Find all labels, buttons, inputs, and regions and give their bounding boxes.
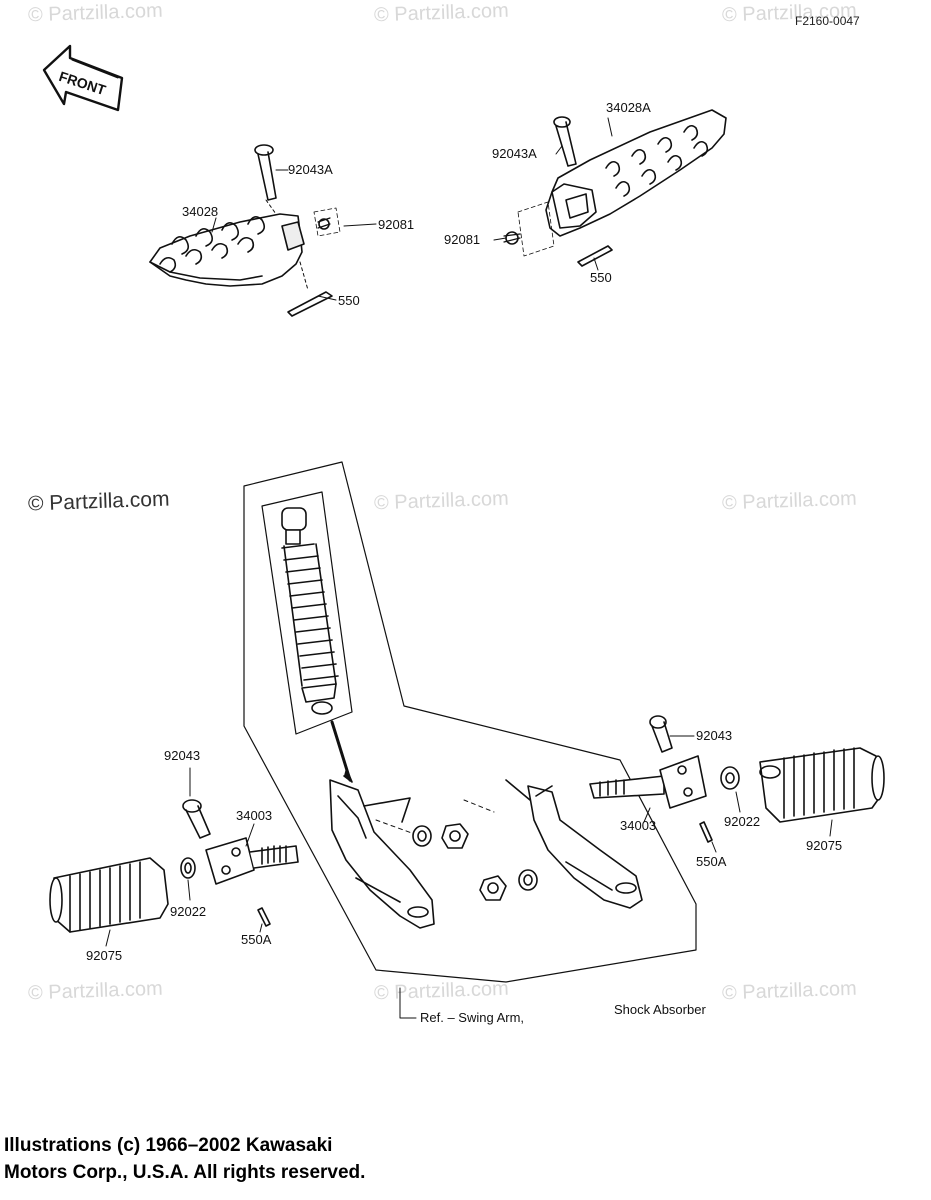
copyright-line-1: Illustrations (c) 1966–2002 Kawasaki bbox=[4, 1135, 333, 1156]
swing-arm-bracket-right bbox=[505, 779, 643, 909]
footpeg-bracket-right bbox=[517, 109, 727, 257]
label-92075-right: 92075 bbox=[806, 838, 843, 853]
footpeg-bracket-left bbox=[149, 213, 305, 287]
label-550-right: 550 bbox=[590, 270, 612, 285]
spring-92081-left bbox=[313, 207, 341, 237]
label-92043-left: 92043 bbox=[164, 748, 201, 763]
copyright-line-2: Motors Corp., U.S.A. All rights reserved… bbox=[4, 1162, 366, 1183]
nut-center-1 bbox=[441, 823, 469, 849]
label-34003-left: 34003 bbox=[236, 808, 273, 823]
cotter-pin-550-left bbox=[287, 261, 333, 317]
label-550a-left: 550A bbox=[241, 932, 272, 947]
footpeg-34003-left bbox=[205, 837, 299, 885]
swing-arm-bracket-left bbox=[329, 779, 435, 929]
footpeg-34003-right bbox=[589, 755, 707, 809]
pin-92043a-right bbox=[553, 116, 577, 167]
ref-swing-arm: Ref. – Swing Arm, bbox=[420, 1010, 525, 1025]
label-92022-left: 92022 bbox=[170, 904, 207, 919]
cotter-pin-550-right bbox=[577, 245, 613, 267]
label-92043a-left: 92043A bbox=[288, 162, 333, 177]
pin-92043a-left bbox=[254, 144, 277, 215]
washer-92022-right bbox=[720, 766, 740, 790]
diagram-code: F2160-0047 bbox=[795, 14, 860, 28]
grip-92075-left bbox=[49, 857, 169, 933]
reference-outline bbox=[243, 461, 697, 983]
washer-92022-left bbox=[180, 857, 196, 879]
label-92075-left: 92075 bbox=[86, 948, 123, 963]
grip-92075-right bbox=[759, 747, 885, 823]
label-34028a: 34028A bbox=[606, 100, 651, 115]
washer-center-2 bbox=[518, 869, 538, 891]
label-550-left: 550 bbox=[338, 293, 360, 308]
front-arrow-icon bbox=[42, 44, 124, 112]
pin-92043-left bbox=[182, 799, 211, 839]
label-34003-right: 34003 bbox=[620, 818, 657, 833]
label-92022-right: 92022 bbox=[724, 814, 761, 829]
pin-92043-right bbox=[649, 715, 673, 753]
cotter-550a-right bbox=[699, 821, 713, 843]
washer-center-1 bbox=[412, 825, 432, 847]
ref-shock-absorber: Shock Absorber bbox=[614, 1002, 706, 1017]
shock-absorber bbox=[281, 507, 353, 783]
label-92043-right: 92043 bbox=[696, 728, 733, 743]
nut-center-2 bbox=[479, 875, 507, 901]
leader-lines bbox=[105, 117, 833, 1019]
label-550a-right: 550A bbox=[696, 854, 727, 869]
label-92081-left: 92081 bbox=[378, 217, 415, 232]
cotter-550a-left bbox=[257, 907, 271, 927]
label-34028: 34028 bbox=[182, 204, 219, 219]
label-92043a-right: 92043A bbox=[492, 146, 537, 161]
label-92081-right: 92081 bbox=[444, 232, 481, 247]
bolt-line bbox=[375, 799, 495, 837]
